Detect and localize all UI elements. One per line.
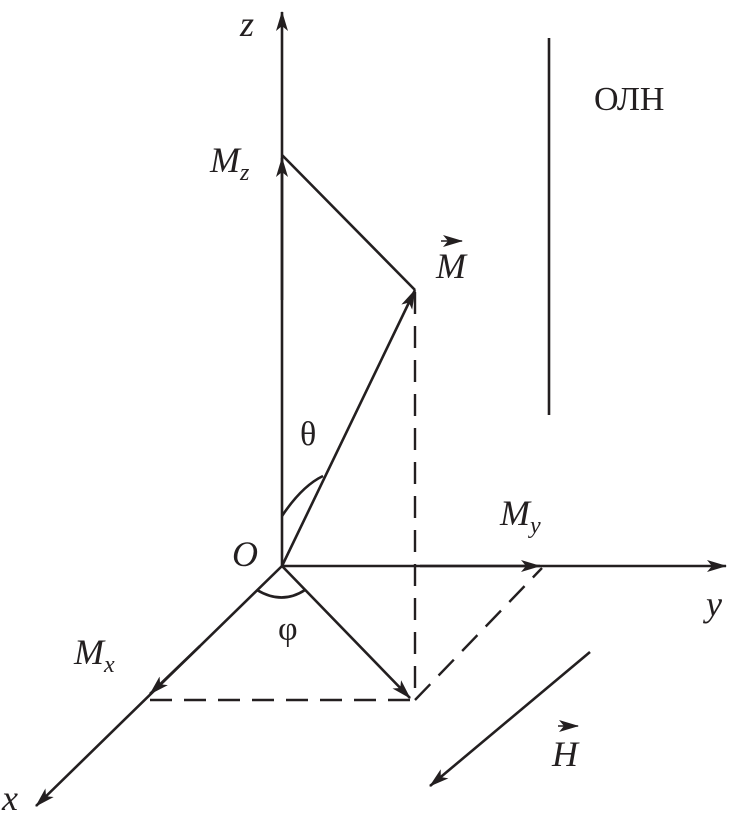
x-axis-label: x (1, 778, 18, 818)
h-vector-label: H (551, 734, 580, 774)
my-dashed-line (414, 567, 543, 701)
phi-label: φ (278, 611, 298, 648)
origin-label: O (232, 534, 258, 574)
easy-axis-label: ОЛН (594, 81, 664, 118)
phi-arc (256, 588, 306, 599)
y-axis-label: y (703, 584, 722, 624)
my-label: My (499, 493, 541, 539)
theta-label: θ (300, 416, 316, 453)
mx-label: Mx (73, 632, 115, 678)
mxy-projection-arrow (281, 565, 411, 699)
mx-arrow (149, 645, 201, 695)
mz-projection-line (281, 154, 416, 291)
m-vector-arrow (280, 289, 417, 567)
h-field-arrow (429, 651, 591, 787)
z-axis-label: z (239, 4, 254, 44)
theta-arc (280, 474, 324, 517)
mz-label: Mz (209, 140, 250, 186)
m-vector-label: M (435, 246, 468, 286)
